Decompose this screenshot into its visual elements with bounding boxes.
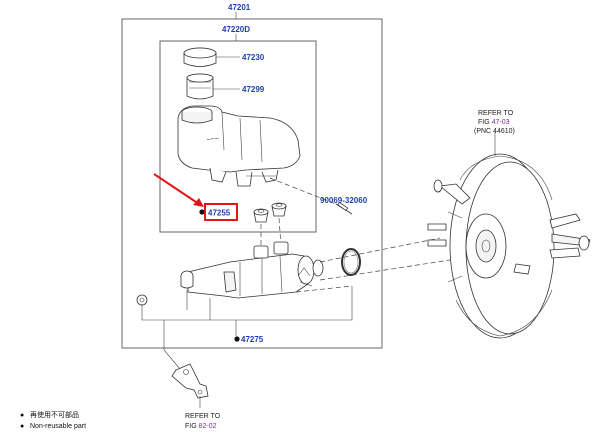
- legend-item-jp: 再使用不可部品: [30, 410, 79, 419]
- grommet-icon: [253, 202, 287, 223]
- label-cap[interactable]: 47230: [242, 53, 265, 62]
- nut-icon: [136, 294, 148, 306]
- strainer-icon: [186, 73, 240, 100]
- red-arrow-icon: [153, 173, 204, 207]
- refer-booster-line1: REFER TO: [478, 110, 514, 117]
- refer-bottom-line2: FIG 82-02: [185, 423, 217, 430]
- label-grommet[interactable]: 47255: [208, 209, 231, 218]
- non-reusable-bullet-icon: [199, 209, 205, 215]
- grommet-highlight-box: [204, 203, 238, 221]
- label-reservoir-group[interactable]: 47220D: [222, 25, 250, 34]
- label-strainer[interactable]: 47299: [242, 85, 265, 94]
- non-reusable-bullet-icon-2: [234, 336, 240, 342]
- refer-booster-link[interactable]: 47-03: [492, 119, 510, 126]
- refer-booster-line2: FIG 47-03: [478, 119, 510, 126]
- tank-marking: ~~~: [206, 135, 219, 144]
- reservoir-cap-icon: [183, 47, 240, 67]
- refer-bottom-line1: REFER TO: [185, 413, 221, 420]
- o-ring-icon: [341, 248, 361, 276]
- label-bolt[interactable]: 90069-32060: [320, 196, 368, 205]
- legend: ● 再使用不可部品 ● Non-reusable part: [20, 410, 86, 430]
- brake-booster-icon: [427, 153, 591, 339]
- master-cylinder-icon: [187, 241, 324, 299]
- bolt-icon: [269, 177, 353, 215]
- plug-icon: [180, 270, 194, 289]
- assembly-box: [121, 12, 383, 349]
- label-master-cylinder[interactable]: 47275: [241, 335, 264, 344]
- legend-bullet-2: ●: [20, 423, 24, 430]
- refer-booster-line3: (PNC 44610): [474, 128, 515, 135]
- bracket-icon: [171, 363, 209, 408]
- legend-bullet-1: ●: [20, 412, 24, 419]
- reservoir-tank-icon: ~~~: [177, 105, 301, 187]
- refer-bottom-link[interactable]: 82-02: [199, 423, 217, 430]
- reservoir-box: [159, 34, 317, 233]
- label-assembly-main[interactable]: 47201: [228, 3, 251, 12]
- legend-item-en: Non-reusable part: [30, 423, 86, 430]
